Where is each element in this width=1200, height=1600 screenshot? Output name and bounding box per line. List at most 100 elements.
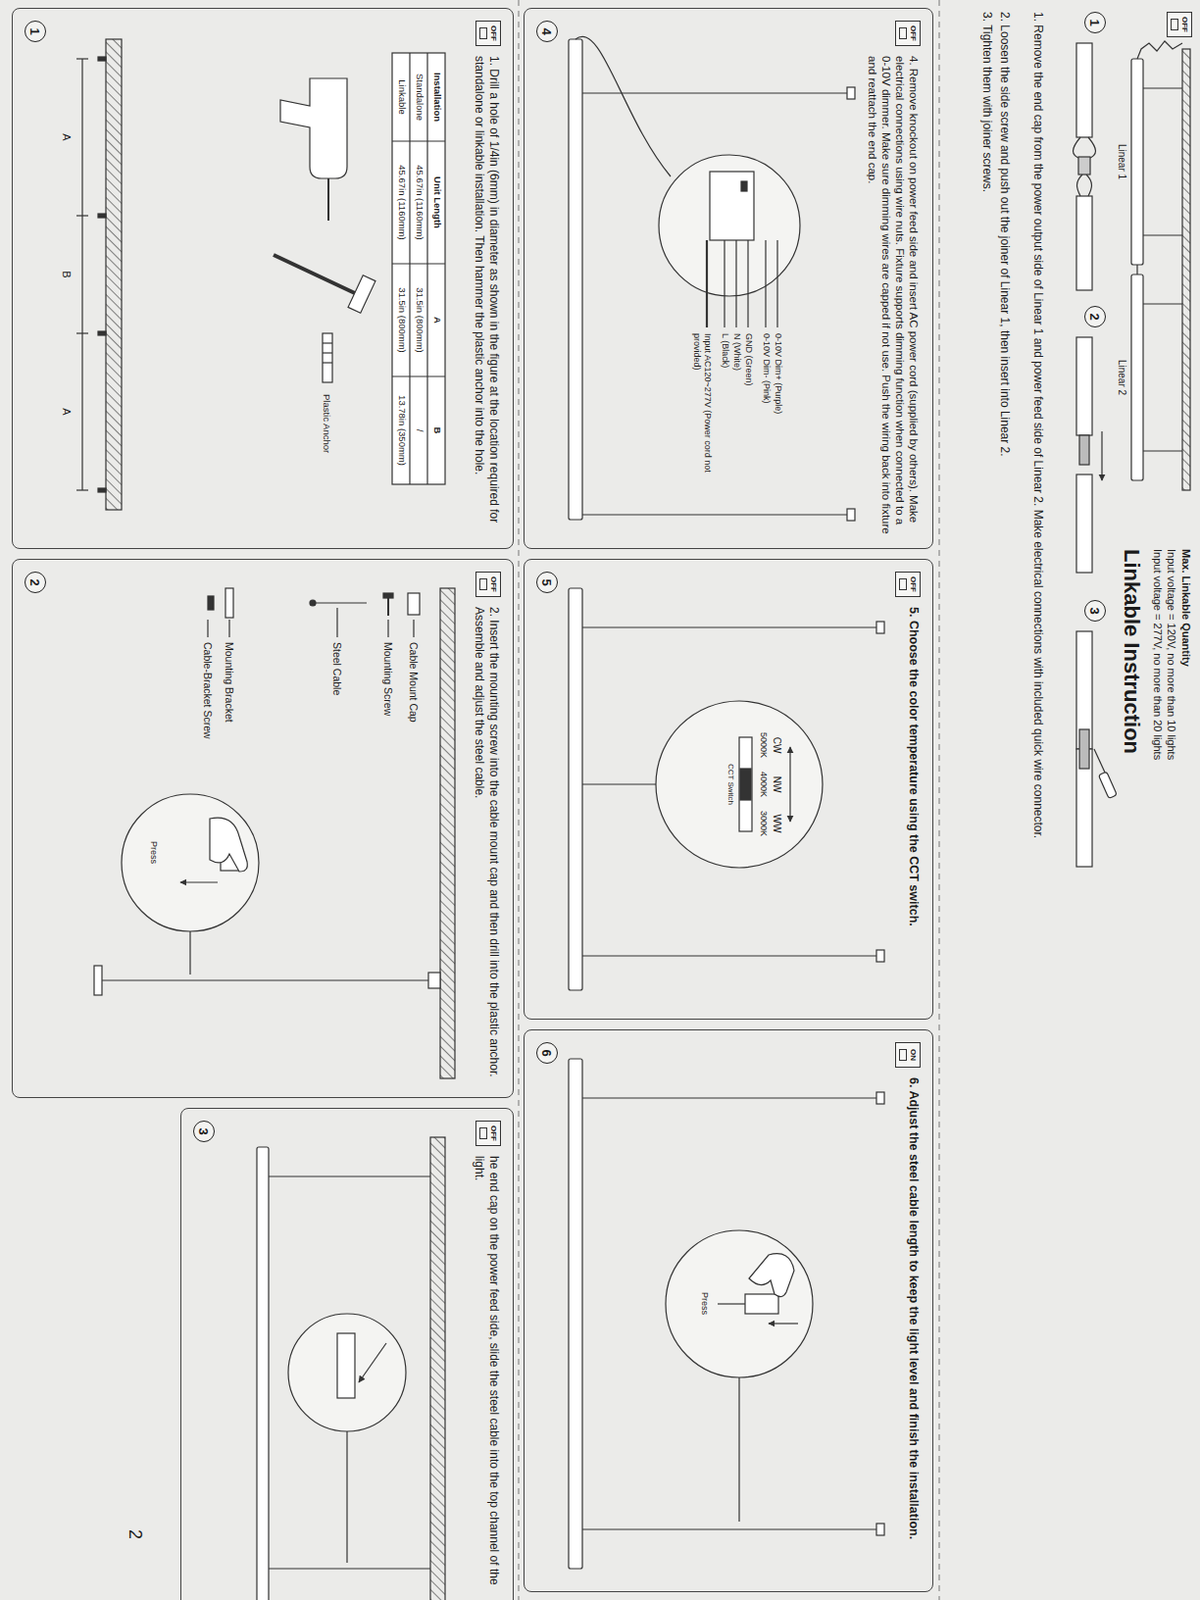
art-line xyxy=(735,240,737,328)
table-cell: Installation xyxy=(431,52,444,142)
table-cell: B xyxy=(431,376,444,485)
callout-number: 5 xyxy=(541,578,554,586)
label: L (Black) xyxy=(719,333,731,368)
art-path xyxy=(1073,137,1097,197)
art-rect xyxy=(392,52,446,485)
art-rect xyxy=(1076,196,1093,291)
step-text: 5. Choose the color temperature using th… xyxy=(905,606,921,1005)
step-number: 1 xyxy=(1084,11,1106,34)
label: N (White) xyxy=(731,333,743,371)
step-panel: he end cap on the power feed side, slide… xyxy=(180,1107,514,1600)
art-rect xyxy=(1078,156,1091,175)
art-line xyxy=(738,1377,740,1522)
art-rect xyxy=(98,213,106,218)
callout-number: 2 xyxy=(1089,312,1102,320)
art-rect xyxy=(739,737,752,832)
art-rect xyxy=(1131,58,1144,265)
art-rect xyxy=(1079,729,1090,769)
art-rect xyxy=(322,333,333,383)
label: Input AC120~277V (Power cord not provide… xyxy=(691,333,714,496)
art-rect xyxy=(1076,337,1093,436)
step-number: 3 xyxy=(193,1120,215,1143)
table-cell: 45.67in (1160mm) xyxy=(396,141,408,264)
table-cell: A xyxy=(431,263,444,377)
art-rect xyxy=(225,588,234,618)
art-line xyxy=(336,607,338,638)
art-path xyxy=(209,817,248,872)
switch-rocker xyxy=(479,27,488,40)
label: CW xyxy=(770,729,784,761)
art-rect xyxy=(1079,435,1090,465)
label: Plastic Anchor xyxy=(320,394,333,453)
switch-icon: OFF xyxy=(475,1120,501,1147)
art-line xyxy=(322,351,333,353)
art-line xyxy=(268,1567,431,1569)
callout-number: 1 xyxy=(1089,18,1102,26)
label: Linear 2 xyxy=(1115,338,1129,417)
art-rect xyxy=(1076,43,1093,138)
art-line xyxy=(776,240,778,328)
art-line xyxy=(228,619,230,638)
art-line xyxy=(322,361,333,363)
switch-icon: OFF xyxy=(1166,11,1193,38)
label: A xyxy=(58,401,73,422)
art-rect xyxy=(745,1294,779,1314)
art-line xyxy=(582,1097,877,1099)
art-rect xyxy=(337,1333,355,1399)
label: GND (Green) xyxy=(743,333,754,387)
switch-state: ON xyxy=(908,1046,918,1064)
table-cell: Unit Length xyxy=(431,141,444,264)
label: Linear 1 xyxy=(1115,122,1129,201)
art-line xyxy=(322,342,333,344)
art-line xyxy=(764,240,766,328)
art-line xyxy=(1143,302,1183,304)
art-circle xyxy=(288,1313,406,1432)
art-rect xyxy=(876,950,885,962)
switch-icon: ON xyxy=(895,1042,921,1068)
art-rect xyxy=(740,768,751,800)
art-line xyxy=(101,979,429,981)
art-line xyxy=(1136,264,1138,275)
art-path xyxy=(280,78,348,179)
art-line xyxy=(76,57,89,59)
step-panel: 2. Insert the mounting screw into the ca… xyxy=(11,558,514,1099)
step-text: 2. Insert the mounting screw into the ca… xyxy=(472,606,501,1084)
art-line xyxy=(346,1431,348,1563)
cct-figure xyxy=(568,588,885,991)
art-line xyxy=(1143,234,1183,236)
switch-icon: OFF xyxy=(895,571,921,598)
art-rect xyxy=(98,488,106,493)
label: 3000K xyxy=(757,803,769,844)
switch-rocker xyxy=(899,1049,907,1061)
linkable-overview xyxy=(1131,41,1191,491)
table-cell: / xyxy=(413,376,426,485)
art-line xyxy=(408,52,410,485)
art-rect xyxy=(94,965,102,996)
callout-number: 3 xyxy=(1089,606,1102,614)
step-text: he end cap on the power feed side, slide… xyxy=(472,1155,501,1600)
mounting-figure xyxy=(94,588,455,1079)
step-number: 1 xyxy=(24,20,47,43)
art-circle xyxy=(121,794,259,932)
step-number: 5 xyxy=(536,571,558,594)
art-rect xyxy=(1098,771,1117,799)
switch-state: OFF xyxy=(489,1124,499,1143)
art-line xyxy=(76,214,89,216)
label: 1. Remove the end cap from the power out… xyxy=(1030,11,1046,875)
switch-state: OFF xyxy=(908,575,918,594)
art-rect xyxy=(568,39,583,520)
switch-rocker xyxy=(479,1127,488,1140)
label: Mounting Bracket xyxy=(222,642,236,723)
label: Max. Linkable Quantity xyxy=(1178,549,1193,667)
art-line xyxy=(789,747,791,822)
step-number: 3 xyxy=(1084,600,1106,622)
label: Input voltage = 277V, no more than 20 li… xyxy=(1150,549,1164,760)
art-rect xyxy=(1182,49,1191,491)
art-path xyxy=(749,1253,795,1298)
label: Cable Mount Cap xyxy=(406,642,420,723)
art-rect xyxy=(741,181,748,192)
art-line xyxy=(1143,450,1183,451)
art-rect xyxy=(709,171,754,241)
art-rect xyxy=(876,1523,885,1536)
switch-icon: OFF xyxy=(475,571,501,598)
